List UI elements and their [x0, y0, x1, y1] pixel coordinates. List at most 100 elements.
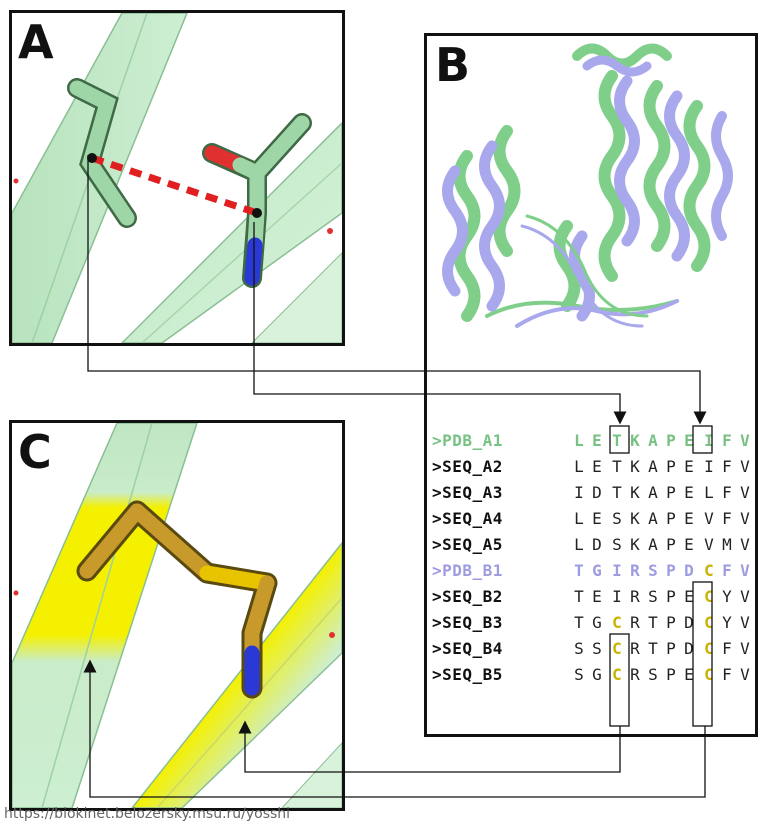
- residue: C: [612, 665, 622, 684]
- panel-c: C: [9, 420, 345, 811]
- residue: Y: [722, 587, 732, 606]
- residue: S: [574, 639, 584, 658]
- arrow-a-left-residue: [87, 155, 707, 425]
- panel-a-structure-image: [12, 13, 342, 343]
- residue: I: [612, 587, 622, 606]
- panel-b: B: [424, 33, 758, 737]
- sequence-name: >PDB_B1: [432, 561, 503, 580]
- sequence-name: >SEQ_A3: [432, 483, 503, 502]
- residue: I: [612, 561, 622, 580]
- residue: V: [740, 535, 750, 554]
- residue: T: [612, 431, 622, 450]
- panel-c-letter: C: [18, 425, 52, 479]
- panel-b-protein-superposition-image: [442, 43, 733, 328]
- residue: C: [704, 561, 714, 580]
- arrow-c-left-residue: [83, 659, 706, 798]
- residue: P: [666, 509, 676, 528]
- residue: A: [648, 509, 658, 528]
- residue: P: [666, 587, 676, 606]
- sequence-name: >SEQ_A2: [432, 457, 503, 476]
- residue: E: [684, 509, 694, 528]
- residue: C: [704, 587, 714, 606]
- residue: L: [574, 535, 584, 554]
- sequence-name: >SEQ_A4: [432, 509, 503, 528]
- residue: P: [666, 639, 676, 658]
- residue: F: [722, 431, 732, 450]
- residue: E: [684, 431, 694, 450]
- residue: V: [704, 535, 714, 554]
- panel-a-letter: A: [18, 15, 54, 69]
- residue: V: [740, 561, 750, 580]
- residue: P: [666, 431, 676, 450]
- residue: V: [740, 613, 750, 632]
- residue: T: [612, 483, 622, 502]
- panel-b-letter: B: [435, 38, 471, 92]
- residue: E: [592, 509, 602, 528]
- residue: D: [684, 561, 694, 580]
- residue: R: [630, 665, 640, 684]
- residue: T: [574, 561, 584, 580]
- footer-url[interactable]: https://biokinet.belozersky.msu.ru/yossh…: [4, 806, 291, 822]
- residue: V: [740, 665, 750, 684]
- residue: E: [592, 431, 602, 450]
- residue: V: [740, 509, 750, 528]
- residue: T: [574, 587, 584, 606]
- residue: L: [574, 509, 584, 528]
- highlight-box-b-col8: [692, 581, 713, 727]
- residue: V: [740, 431, 750, 450]
- sequence-name: >SEQ_B5: [432, 665, 503, 684]
- sequence-name: >PDB_A1: [432, 431, 503, 450]
- residue: L: [574, 431, 584, 450]
- residue: R: [630, 613, 640, 632]
- residue: I: [704, 431, 714, 450]
- residue: P: [666, 561, 676, 580]
- residue: I: [704, 457, 714, 476]
- residue: S: [592, 639, 602, 658]
- residue: S: [648, 561, 658, 580]
- residue: G: [592, 665, 602, 684]
- residue: K: [630, 509, 640, 528]
- residue: A: [648, 535, 658, 554]
- residue: A: [648, 483, 658, 502]
- residue: P: [666, 665, 676, 684]
- residue: E: [684, 535, 694, 554]
- panel-a: A: [9, 10, 345, 346]
- residue: K: [630, 483, 640, 502]
- residue: E: [684, 483, 694, 502]
- residue: I: [574, 483, 584, 502]
- residue: E: [684, 587, 694, 606]
- panel-c-structure-image: [12, 423, 342, 808]
- residue: A: [648, 431, 658, 450]
- residue: E: [684, 665, 694, 684]
- residue: T: [574, 613, 584, 632]
- highlight-box-pdb-a1-col8: [692, 425, 713, 454]
- sequence-name: >SEQ_B3: [432, 613, 503, 632]
- residue: L: [574, 457, 584, 476]
- residue: S: [612, 509, 622, 528]
- highlight-box-b-col3: [609, 633, 630, 727]
- residue: D: [684, 639, 694, 658]
- residue: V: [704, 509, 714, 528]
- residue: M: [722, 535, 732, 554]
- residue: R: [630, 561, 640, 580]
- residue: R: [630, 639, 640, 658]
- residue: S: [648, 665, 658, 684]
- residue: F: [722, 639, 732, 658]
- residue: K: [630, 431, 640, 450]
- residue: F: [722, 665, 732, 684]
- residue: K: [630, 457, 640, 476]
- residue: T: [648, 639, 658, 658]
- residue: P: [666, 535, 676, 554]
- residue: F: [722, 457, 732, 476]
- residue: G: [592, 561, 602, 580]
- residue: V: [740, 639, 750, 658]
- residue: V: [740, 483, 750, 502]
